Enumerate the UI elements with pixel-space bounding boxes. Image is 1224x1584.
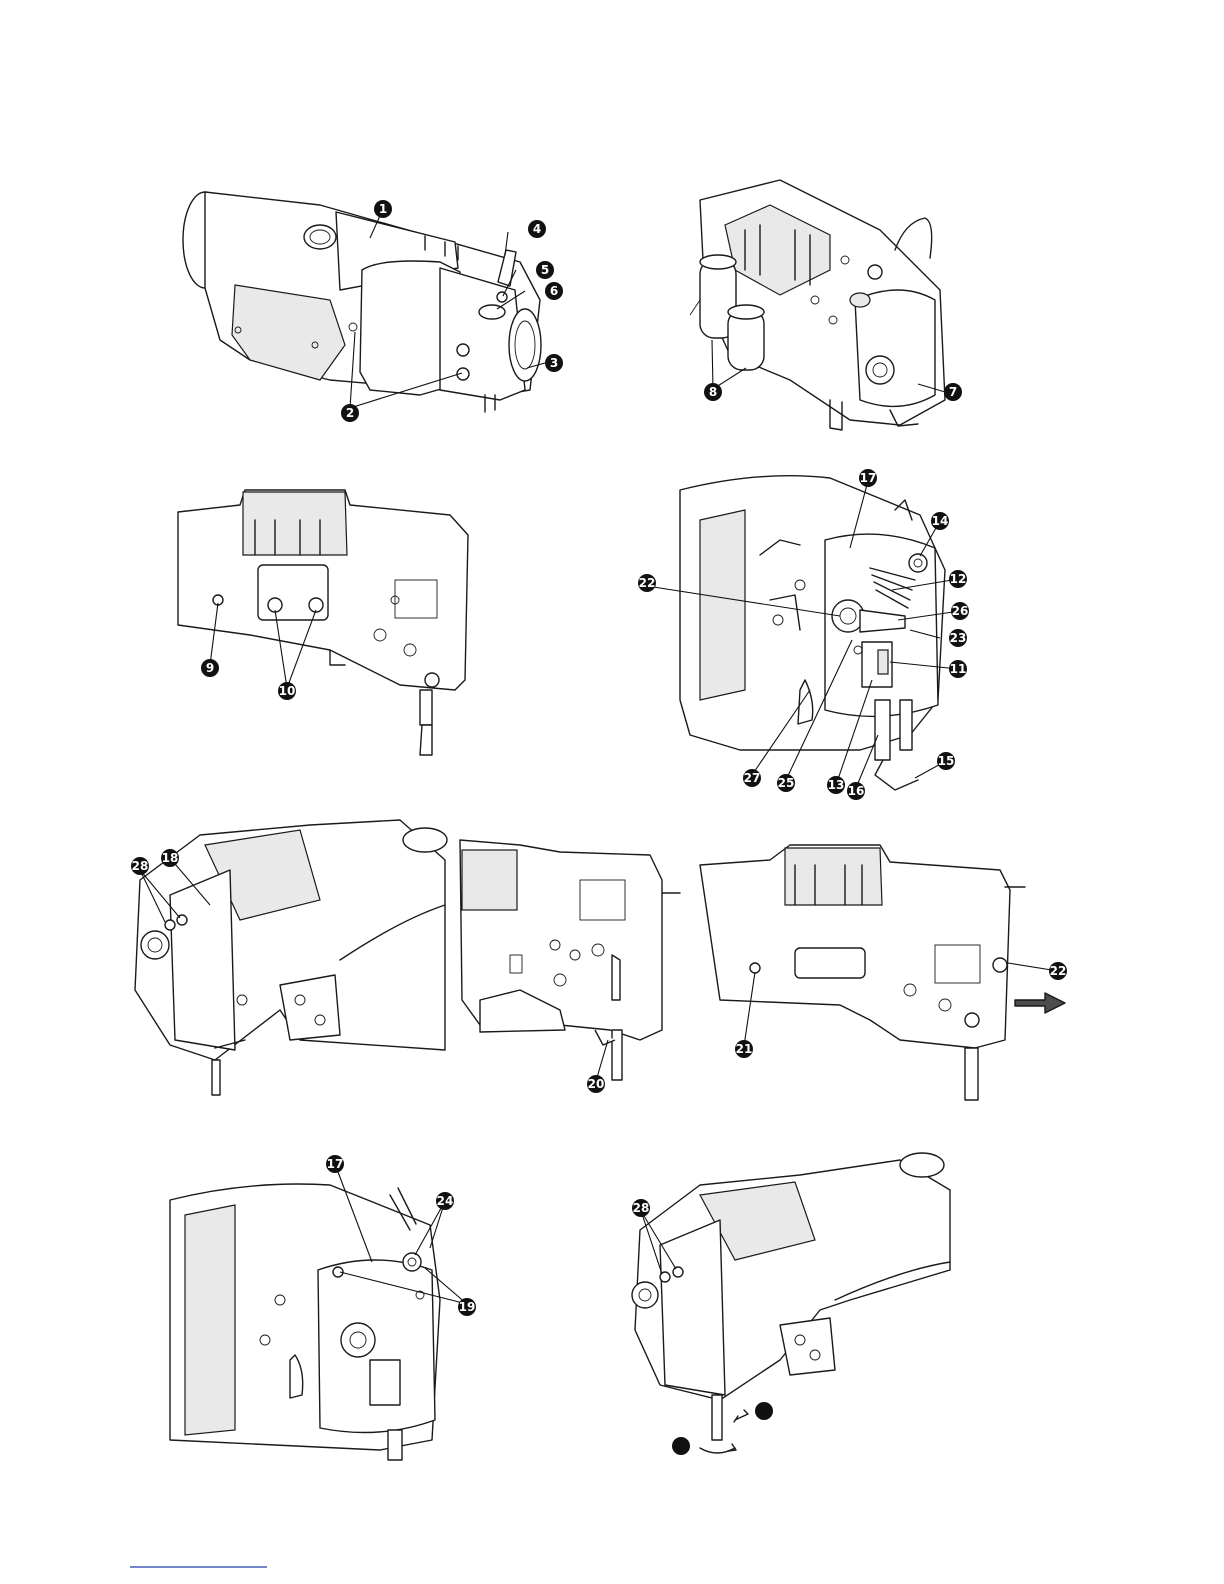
callout-9-label: 9	[206, 661, 214, 675]
figure-front-cover-screws	[170, 1184, 440, 1460]
callout-3-label: 3	[550, 356, 558, 370]
callout-18: 18	[161, 849, 179, 867]
callout-22-front-label: 22	[639, 576, 656, 590]
callout-22-front: 22	[638, 574, 656, 592]
callout-7-label: 7	[949, 385, 957, 399]
figure-head-with-covers	[183, 192, 541, 412]
callout-14: 14	[931, 512, 949, 530]
callout-18-label: 18	[162, 851, 179, 865]
callout-6: 6	[545, 282, 563, 300]
callout-21-label: 21	[736, 1042, 753, 1056]
callout-24-label: 24	[437, 1194, 454, 1208]
callout-17-top: 17	[859, 469, 877, 487]
callout-10-label: 10	[279, 684, 296, 698]
callout-19-label: 19	[459, 1300, 476, 1314]
callout-12: 12	[949, 570, 967, 588]
figure-angled-face-left	[135, 820, 447, 1095]
callout-20: 20	[587, 1075, 605, 1093]
callout-17-bottom: 17	[326, 1155, 344, 1173]
figure-side-view-screws	[178, 490, 468, 755]
callout-10: 10	[278, 682, 296, 700]
callout-2-label: 2	[346, 406, 354, 420]
callout-9: 9	[201, 659, 219, 677]
callout-13: 13	[827, 776, 845, 794]
figure-front-faceplate	[680, 476, 945, 790]
callout-3: 3	[545, 354, 563, 372]
callout-24: 24	[436, 1192, 454, 1210]
callout-28-right: 28	[632, 1199, 650, 1217]
callout-25-label: 25	[778, 776, 795, 790]
callout-14-label: 14	[932, 514, 949, 528]
callout-19: 19	[458, 1298, 476, 1316]
callout-4-label: 4	[533, 222, 541, 236]
callout-8: 8	[704, 383, 722, 401]
callout-7: 7	[944, 383, 962, 401]
callout-1-label: 1	[379, 202, 387, 216]
callout-25: 25	[777, 774, 795, 792]
callout-B	[755, 1402, 773, 1420]
callout-17-bottom-label: 17	[327, 1157, 344, 1171]
callout-23-label: 23	[950, 631, 967, 645]
callout-26: 26	[951, 602, 969, 620]
callout-15-label: 15	[938, 754, 955, 768]
figure-head-internal-top	[690, 180, 945, 430]
callout-12-label: 12	[950, 572, 967, 586]
callout-5-label: 5	[541, 263, 549, 277]
callout-28-left: 28	[131, 857, 149, 875]
figure-side-view-centre	[460, 840, 680, 1080]
callout-27: 27	[743, 769, 761, 787]
callout-28-left-label: 28	[132, 859, 149, 873]
callout-11-label: 11	[950, 662, 967, 676]
callout-21: 21	[735, 1040, 753, 1058]
callout-16: 16	[847, 782, 865, 800]
callout-16-label: 16	[848, 784, 865, 798]
callout-5: 5	[536, 261, 554, 279]
callout-A	[672, 1437, 690, 1455]
callout-11: 11	[949, 660, 967, 678]
callout-4: 4	[528, 220, 546, 238]
callout-23: 23	[949, 629, 967, 647]
callout-17-top-label: 17	[860, 471, 877, 485]
callout-22-side: 22	[1049, 962, 1067, 980]
callout-20-label: 20	[588, 1077, 605, 1091]
callout-6-label: 6	[550, 284, 558, 298]
callout-27-label: 27	[744, 771, 761, 785]
figure-angled-face-needle-bar	[632, 1153, 950, 1453]
callout-1: 1	[374, 200, 392, 218]
callout-13-label: 13	[828, 778, 845, 792]
callout-8-label: 8	[709, 385, 717, 399]
callout-26-label: 26	[952, 604, 969, 618]
callout-2: 2	[341, 404, 359, 422]
callout-28-right-label: 28	[633, 1201, 650, 1215]
callout-22-side-label: 22	[1050, 964, 1067, 978]
callout-15: 15	[937, 752, 955, 770]
